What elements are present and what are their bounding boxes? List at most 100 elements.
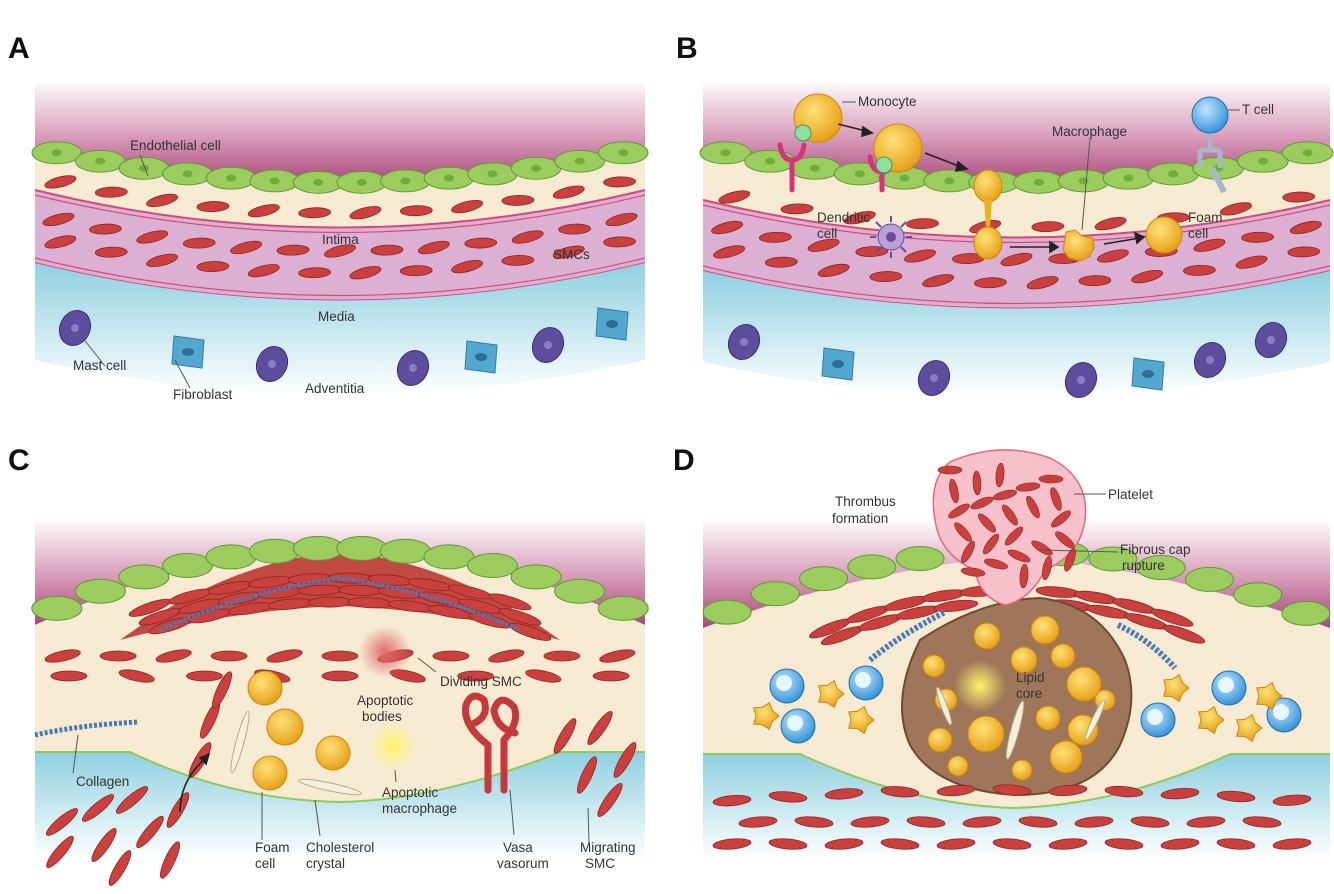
smooth-muscle-cell bbox=[186, 670, 223, 682]
smooth-muscle-cell bbox=[1242, 816, 1282, 828]
endothelial-nucleus bbox=[720, 149, 731, 157]
adventitia-layer bbox=[703, 271, 1330, 397]
smooth-muscle-cell bbox=[108, 850, 132, 886]
foam-cell bbox=[1049, 740, 1083, 774]
label-adventitia: Adventitia bbox=[305, 381, 365, 396]
cap-smcs bbox=[809, 585, 1206, 646]
smooth-muscle-cell bbox=[880, 838, 920, 850]
label-fibroblast: Fibroblast bbox=[173, 387, 233, 402]
label-vasa-vasorum: vasorum bbox=[497, 856, 549, 871]
foam-cell bbox=[1145, 216, 1183, 254]
media-smcs bbox=[712, 784, 1312, 850]
media-layer bbox=[703, 200, 1330, 308]
panel-b-letter: B bbox=[676, 32, 698, 65]
smooth-muscle-cell bbox=[488, 593, 532, 611]
smooth-muscle-cell bbox=[1182, 264, 1216, 276]
foam-cell bbox=[947, 755, 969, 777]
t-cell-nucleus bbox=[1147, 709, 1163, 725]
smooth-muscle-cell bbox=[1272, 838, 1312, 850]
lumen bbox=[703, 80, 1330, 186]
smooth-muscle-cell bbox=[577, 756, 597, 794]
foam-cell bbox=[1035, 705, 1061, 731]
panel-c: C Apoptotic bodies Dividing SMC Collagen… bbox=[8, 444, 649, 886]
label-apoptotic-macrophage-2: macrophage bbox=[382, 801, 457, 816]
label-foam: Foam bbox=[255, 840, 290, 855]
smooth-muscle-cell bbox=[1026, 276, 1059, 290]
endothelial-nucleus bbox=[618, 149, 629, 157]
smooth-muscle-cell bbox=[587, 710, 613, 746]
label-fibrous-cap: Fibrous cap bbox=[1120, 542, 1191, 557]
fibroblasts bbox=[821, 347, 1165, 391]
label-collagen: Collagen bbox=[76, 774, 129, 789]
label-foam-cell: cell bbox=[1188, 226, 1208, 241]
smooth-muscle-cell bbox=[1160, 787, 1200, 800]
smooth-muscle-cell bbox=[1048, 838, 1088, 850]
smooth-muscle-cell bbox=[738, 816, 778, 828]
endothelial-nucleus bbox=[854, 170, 865, 178]
smooth-muscle-cell bbox=[511, 230, 544, 244]
smooth-muscle-cell bbox=[713, 245, 746, 259]
smooth-muscle-cell bbox=[768, 838, 808, 850]
arrows bbox=[837, 123, 1146, 254]
smooth-muscle-cell bbox=[399, 265, 433, 277]
label-dividing-smc: Dividing SMC bbox=[440, 674, 522, 689]
endothelial-nucleus bbox=[182, 170, 193, 178]
smooth-muscle-cell bbox=[501, 194, 535, 206]
label-migrating-smc: SMC bbox=[585, 856, 615, 871]
monocyte bbox=[873, 123, 923, 174]
smooth-muscle-cell bbox=[1130, 816, 1170, 828]
smooth-muscle-cell bbox=[780, 203, 814, 215]
media-layer bbox=[703, 754, 1330, 860]
smooth-muscle-cell bbox=[603, 176, 636, 188]
smooth-muscle-cell bbox=[99, 650, 137, 662]
smooth-muscle-cell bbox=[1096, 249, 1129, 263]
t-cell-nucleus bbox=[776, 675, 792, 691]
platelet bbox=[949, 478, 959, 504]
endothelial-nucleus bbox=[1302, 149, 1313, 157]
platelet bbox=[1004, 526, 1024, 546]
foam-cell bbox=[973, 622, 1001, 650]
endothelial-cell bbox=[423, 544, 475, 570]
lumen bbox=[703, 518, 1330, 628]
smooth-muscle-cell bbox=[349, 206, 382, 220]
macrophage bbox=[1163, 673, 1190, 703]
label-intima: Intima bbox=[322, 232, 359, 247]
endothelial-nucleus bbox=[1257, 157, 1268, 165]
smooth-muscle-cell bbox=[1186, 816, 1226, 828]
endothelial-cell bbox=[847, 554, 897, 580]
smooth-muscle-cell bbox=[136, 230, 169, 244]
endothelial-nucleus bbox=[574, 157, 585, 165]
label-apoptotic-macrophage-1: Apoptotic bbox=[382, 785, 439, 800]
label-foam: Foam bbox=[1188, 210, 1223, 225]
apoptotic-macrophage bbox=[369, 722, 417, 770]
smooth-muscle-cell bbox=[457, 670, 494, 682]
platelet bbox=[970, 496, 994, 510]
endothelial-nucleus bbox=[269, 177, 280, 185]
macrophage bbox=[848, 705, 875, 735]
macrophage bbox=[753, 701, 780, 731]
mast-granule bbox=[409, 364, 417, 372]
smooth-muscle-cell bbox=[1031, 221, 1065, 233]
fibroblast-nucleus bbox=[606, 320, 618, 328]
monocyte bbox=[793, 93, 843, 143]
foam-cell bbox=[1011, 759, 1033, 781]
smooth-muscle-cell bbox=[146, 193, 179, 208]
smooth-muscle-cell bbox=[824, 838, 864, 850]
panel-a-letter: A bbox=[8, 32, 30, 65]
smooth-muscle-cell bbox=[553, 718, 577, 754]
panel-a: A Endothelial cell Intima SMCs Media Mas… bbox=[8, 32, 649, 402]
foam-cell bbox=[1030, 615, 1060, 645]
platelet bbox=[937, 465, 963, 475]
smooth-muscle-cell bbox=[936, 784, 976, 797]
endothelial-nucleus bbox=[1123, 174, 1134, 182]
foam-cell bbox=[315, 735, 351, 771]
migrating-smcs bbox=[45, 671, 637, 886]
foam-cell bbox=[922, 654, 946, 678]
platelet bbox=[1031, 540, 1053, 556]
endothelial-nucleus bbox=[1033, 178, 1044, 186]
lumen bbox=[35, 518, 645, 625]
smooth-muscle-cell bbox=[1078, 275, 1112, 287]
smooth-muscle-cell bbox=[1219, 202, 1252, 216]
fibroblasts bbox=[171, 307, 629, 374]
